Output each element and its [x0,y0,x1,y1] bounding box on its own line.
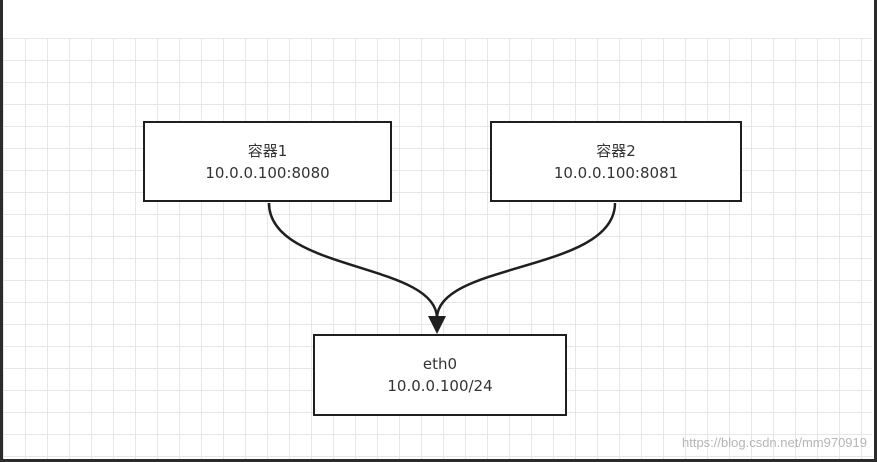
container2-address: 10.0.0.100:8081 [553,163,679,182]
eth0-name: eth0 [422,355,458,373]
eth0-node[interactable]: eth0 10.0.0.100/24 [313,334,567,416]
container1-node[interactable]: 容器1 10.0.0.100:8080 [143,121,392,202]
container2-node[interactable]: 容器2 10.0.0.100:8081 [490,121,742,202]
container2-name: 容器2 [596,141,636,160]
eth0-address: 10.0.0.100/24 [387,377,493,395]
container1-address: 10.0.0.100:8080 [205,163,330,182]
container1-name: 容器1 [247,141,288,160]
watermark-text: https://blog.csdn.net/mm970919 [681,435,867,450]
